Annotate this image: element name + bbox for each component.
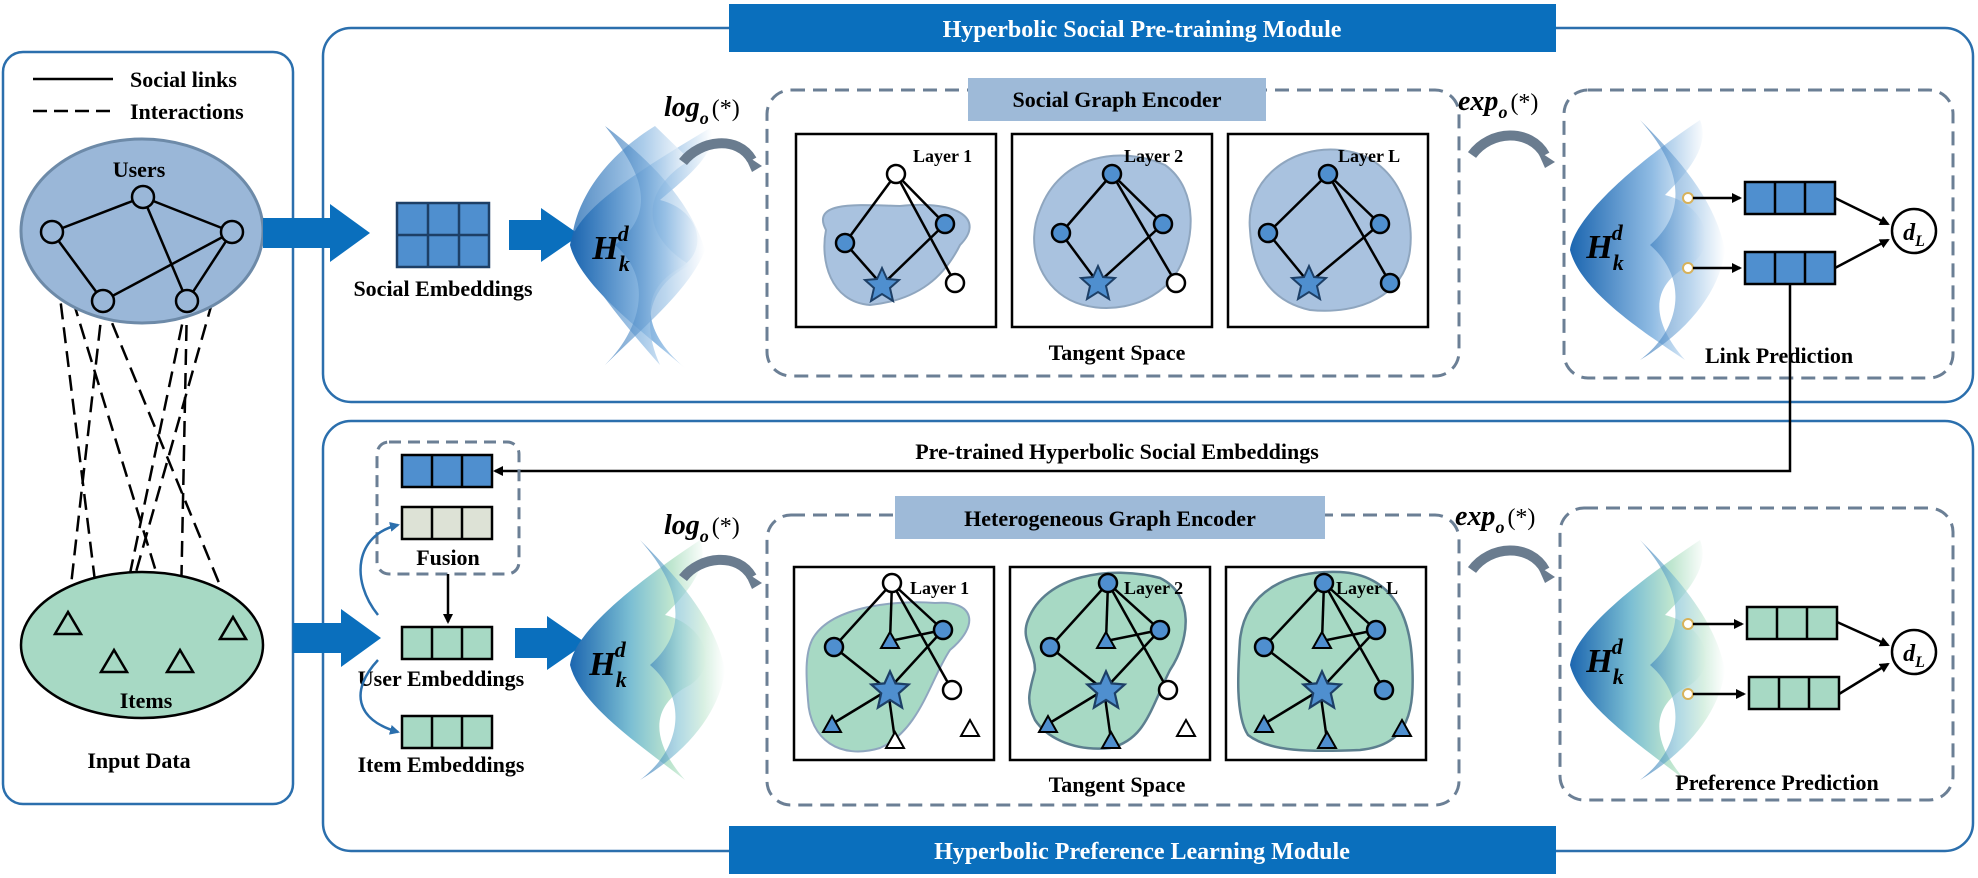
exp-map-arrow-top xyxy=(1467,130,1550,159)
user-nodes xyxy=(39,184,245,314)
social-layer-2-label: Layer 2 xyxy=(1124,146,1183,166)
hetero-layer-l: Layer L xyxy=(1224,565,1428,762)
hetero-layer-1: Layer 1 xyxy=(792,565,996,762)
hetero-layer-1-label: Layer 1 xyxy=(910,578,969,598)
hyperbolic-symbol-top: Hkd xyxy=(591,221,629,276)
hyperbolic-manifold-link xyxy=(1570,120,1725,360)
link-embed-upper xyxy=(1743,180,1837,216)
social-layer-l: Layer L xyxy=(1226,132,1430,329)
social-layer-l-label: Layer L xyxy=(1338,146,1400,166)
pretraining-module-banner xyxy=(729,4,1556,52)
hetero-layer-l-label: Layer L xyxy=(1336,578,1398,598)
user-to-hyperbolic-arrow xyxy=(515,616,586,670)
legend-interactions: Interactions xyxy=(130,99,244,124)
social-encoder-title-box xyxy=(968,78,1266,121)
link-prediction-label: Link Prediction xyxy=(1705,343,1853,368)
hetero-layer-2-label: Layer 2 xyxy=(1124,578,1183,598)
pretraining-module-title: Hyperbolic Social Pre-training Module xyxy=(943,17,1342,43)
hyperbolic-manifold-preference xyxy=(1570,540,1725,780)
item-embeddings-label: Item Embeddings xyxy=(358,752,525,777)
log-map-arrow-bottom xyxy=(679,554,757,582)
distance-node-top xyxy=(1890,207,1938,255)
user-to-fusion-curve xyxy=(359,521,400,616)
fusion-social-embed xyxy=(400,453,494,489)
hyperbolic-symbol-link: Hkd xyxy=(1585,220,1623,275)
input-to-user-arrow xyxy=(293,609,381,667)
social-layer-1-label: Layer 1 xyxy=(913,146,972,166)
exp-map-bottom: expo(*) xyxy=(1455,501,1535,537)
input-data-title: Input Data xyxy=(87,748,190,773)
preference-prediction-box xyxy=(1558,506,1955,802)
pref-embed-upper xyxy=(1745,605,1839,641)
social-encoder-title: Social Graph Encoder xyxy=(1012,87,1221,112)
distance-label-bottom: dL xyxy=(1903,641,1925,671)
distance-label-top: dL xyxy=(1903,220,1925,250)
hyperbolic-symbol-bottom: Hkd xyxy=(588,637,626,692)
link-embed-lower xyxy=(1743,250,1837,286)
social-layer-1: Layer 1 xyxy=(794,132,998,329)
log-map-arrow-top xyxy=(679,138,757,166)
hetero-layer-2: Layer 2 xyxy=(1008,565,1212,762)
exp-map-arrow-bottom xyxy=(1467,545,1550,574)
input-to-social-arrow xyxy=(263,204,370,262)
pretrained-embeddings-label: Pre-trained Hyperbolic Social Embeddings xyxy=(915,439,1319,464)
item-nodes xyxy=(52,609,249,674)
hyperbolic-manifold-top xyxy=(570,126,712,368)
hyperbolic-manifold-bottom xyxy=(570,540,725,780)
fusion-gray-embed xyxy=(400,505,494,541)
social-embeddings-label: Social Embeddings xyxy=(353,276,533,301)
user-embeddings-label: User Embeddings xyxy=(358,666,525,691)
preference-prediction-label: Preference Prediction xyxy=(1675,770,1878,795)
preference-module-banner xyxy=(729,826,1556,874)
heterogeneous-encoder-title-box xyxy=(895,496,1325,539)
preference-module-title: Hyperbolic Preference Learning Module xyxy=(934,839,1350,865)
items-ellipse xyxy=(19,570,265,720)
social-layer-2: Layer 2 xyxy=(1010,132,1214,329)
user-to-item-curve xyxy=(359,659,400,735)
distance-node-bottom xyxy=(1890,628,1938,676)
fusion-box xyxy=(375,440,521,576)
pref-embed-lower xyxy=(1747,675,1841,711)
fusion-label: Fusion xyxy=(416,545,480,570)
link-prediction-box xyxy=(1562,88,1955,380)
users-social-links xyxy=(50,195,234,303)
embed-to-hyperbolic-arrow xyxy=(509,208,580,262)
social-embeddings xyxy=(395,201,491,269)
items-label: Items xyxy=(120,688,173,713)
tangent-space-bottom-label: Tangent Space xyxy=(1049,772,1186,797)
pretrained-connector xyxy=(493,284,1792,476)
input-data-panel: Social links Interactions Users xyxy=(1,50,295,806)
tangent-space-top-label: Tangent Space xyxy=(1049,340,1186,365)
log-map-top: logo(*) xyxy=(664,92,740,128)
hyperbolic-symbol-preference: Hkd xyxy=(1585,634,1623,689)
legend-social-links: Social links xyxy=(130,67,237,92)
log-map-bottom: logo(*) xyxy=(664,510,740,546)
users-label: Users xyxy=(113,157,166,182)
exp-map-top: expo(*) xyxy=(1458,86,1538,122)
heterogeneous-encoder-title: Heterogeneous Graph Encoder xyxy=(964,506,1256,531)
item-embeddings xyxy=(400,714,494,750)
user-embeddings xyxy=(400,625,494,661)
